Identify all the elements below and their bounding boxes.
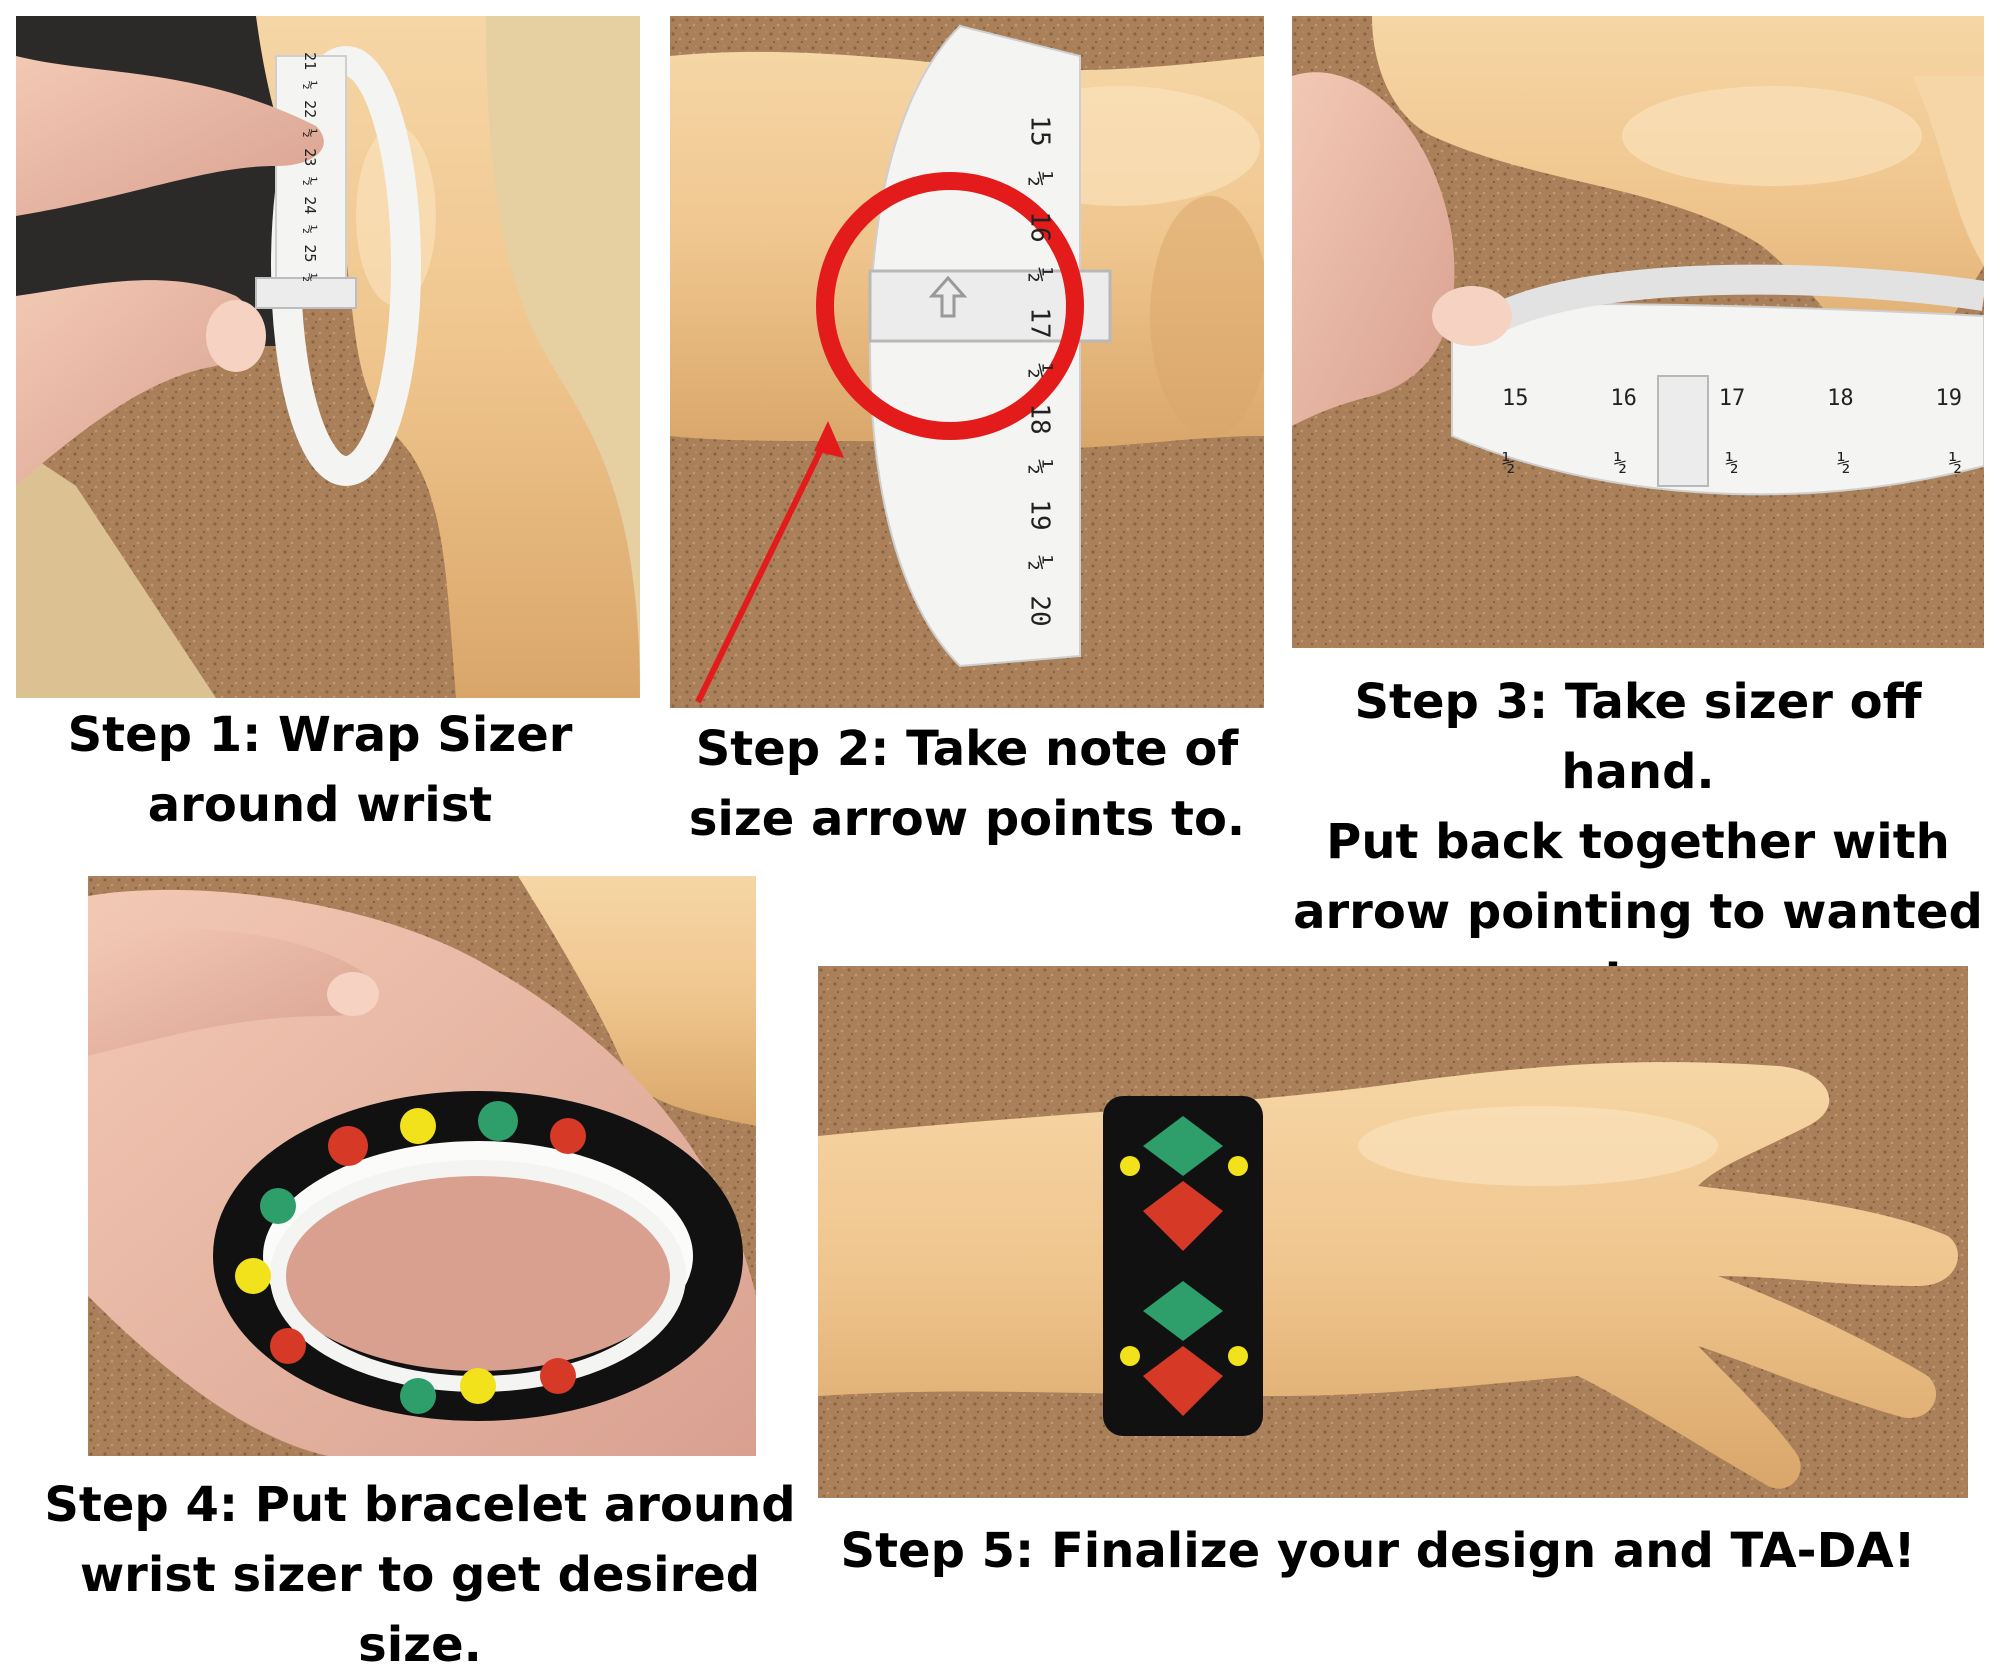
- scale-label: ½: [301, 224, 319, 234]
- sizer-scale-1: 21 ½ 22 ½ 23 ½ 24 ½ 25 ½: [196, 52, 426, 282]
- step-5-photo: [818, 966, 1968, 1498]
- scale-label: 21: [301, 52, 319, 71]
- scale-label: 18: [1025, 403, 1055, 435]
- scale-label: 16: [1610, 386, 1637, 411]
- step-3-caption: Step 3: Take sizer off hand. Put back to…: [1293, 674, 1983, 1010]
- sizer-scale-2: 15 ½ 16 ½ 17 ½ 18 ½ 19 ½ 20: [900, 115, 1100, 656]
- sizer-scale-3: 15 16 17 18 19 ½ ½ ½ ½ ½: [1502, 386, 1982, 486]
- scale-label: 24: [301, 196, 319, 215]
- scale-label: 19: [1025, 499, 1055, 531]
- step-1-caption: Step 1: Wrap Sizer around wrist: [67, 707, 573, 833]
- scale-label: ½: [301, 176, 319, 186]
- step-3-photo: 15 16 17 18 19 ½ ½ ½ ½ ½: [1292, 16, 1984, 648]
- step-4-caption: Step 4: Put bracelet around wrist sizer …: [44, 1477, 796, 1673]
- scale-label: ½: [1502, 451, 1516, 476]
- scale-label: 19: [1935, 386, 1963, 411]
- scale-label: 23: [301, 148, 319, 167]
- step-4-photo: [88, 876, 756, 1456]
- scale-label: ½: [1025, 267, 1055, 283]
- scale-label: ½: [301, 80, 319, 90]
- step-2-caption: Step 2: Take note of size arrow points t…: [688, 721, 1246, 847]
- scale-label: 16: [1025, 211, 1055, 243]
- bead-pattern: [1120, 1116, 1248, 1416]
- scale-label: ½: [1025, 555, 1055, 571]
- scale-label: 17: [1025, 307, 1055, 339]
- scale-label: 20: [1025, 595, 1055, 627]
- scale-label: 17: [1718, 386, 1746, 411]
- scale-label: ½: [1025, 171, 1055, 187]
- scale-label: 22: [301, 100, 319, 119]
- scale-label: ½: [1025, 363, 1055, 379]
- step-1-photo: 21 ½ 22 ½ 23 ½ 24 ½ 25 ½: [16, 16, 640, 698]
- scale-label: ½: [301, 128, 319, 138]
- scale-label: ½: [1837, 451, 1851, 476]
- step-2-photo: 15 ½ 16 ½ 17 ½ 18 ½ 19 ½ 20: [670, 16, 1264, 708]
- scale-label: ½: [301, 272, 319, 282]
- scale-label: 15: [1502, 386, 1529, 411]
- scale-label: 25: [301, 244, 319, 263]
- scale-label: ½: [1613, 451, 1627, 476]
- scale-label: ½: [1725, 451, 1739, 476]
- scale-label: 18: [1827, 386, 1854, 411]
- scale-label: ½: [1948, 451, 1962, 476]
- scale-label: ½: [1025, 459, 1055, 475]
- scale-label: 15: [1025, 115, 1055, 147]
- bead-pattern: [235, 1101, 586, 1414]
- step-5-caption: Step 5: Finalize your design and TA-DA!: [840, 1523, 1916, 1579]
